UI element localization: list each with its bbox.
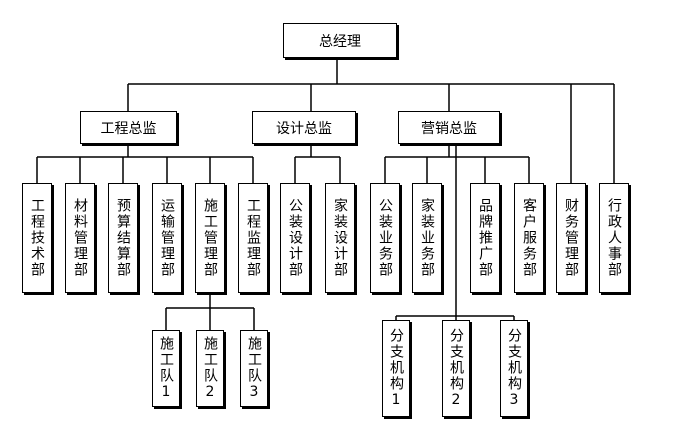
ceo-box: 总经理 xyxy=(283,23,397,58)
dept-customer-service: 客户服务部 xyxy=(514,183,544,293)
branch-label: 分支机构1 xyxy=(388,327,404,410)
dept-brand-promotion: 品牌推广部 xyxy=(470,183,500,293)
dept-commercial-business: 公装业务部 xyxy=(370,183,400,293)
construction-team-3: 施工队3 xyxy=(240,330,268,407)
design-director-label: 设计总监 xyxy=(276,120,332,137)
engineering-director-box: 工程总监 xyxy=(80,111,177,144)
dept-label: 品牌推广部 xyxy=(477,198,493,278)
dept-label: 家装设计部 xyxy=(332,198,348,278)
branch-label: 分支机构3 xyxy=(506,327,522,410)
team-label: 施工队2 xyxy=(202,335,218,402)
dept-label: 财务管理部 xyxy=(563,198,579,278)
dept-supervision: 工程监理部 xyxy=(238,183,268,293)
dept-label: 公装业务部 xyxy=(377,198,393,278)
branch-2: 分支机构2 xyxy=(442,320,470,417)
dept-label: 材料管理部 xyxy=(72,198,88,278)
engineering-director-label: 工程总监 xyxy=(100,120,157,137)
dept-label: 公装设计部 xyxy=(287,198,303,278)
dept-label: 家装业务部 xyxy=(419,198,435,278)
dept-label: 预算结算部 xyxy=(115,198,131,278)
construction-team-2: 施工队2 xyxy=(196,330,224,407)
team-label: 施工队3 xyxy=(246,335,262,402)
dept-home-design: 家装设计部 xyxy=(325,183,355,293)
dept-admin-hr: 行政人事部 xyxy=(599,183,629,293)
marketing-director-box: 营销总监 xyxy=(398,111,500,144)
dept-budget-settlement: 预算结算部 xyxy=(108,183,138,293)
construction-team-1: 施工队1 xyxy=(152,330,180,407)
team-label: 施工队1 xyxy=(158,335,174,402)
ceo-label: 总经理 xyxy=(319,33,361,50)
dept-home-business: 家装业务部 xyxy=(412,183,442,293)
dept-label: 行政人事部 xyxy=(606,198,622,278)
branch-label: 分支机构2 xyxy=(448,327,464,410)
dept-materials: 材料管理部 xyxy=(65,183,95,293)
marketing-director-label: 营销总监 xyxy=(421,120,477,137)
branch-3: 分支机构3 xyxy=(500,320,528,417)
dept-transport: 运输管理部 xyxy=(152,183,182,293)
dept-label: 工程监理部 xyxy=(245,198,261,278)
dept-label: 施工管理部 xyxy=(202,198,218,278)
dept-finance: 财务管理部 xyxy=(556,183,586,293)
branch-1: 分支机构1 xyxy=(382,320,410,417)
dept-label: 运输管理部 xyxy=(159,198,175,278)
dept-label: 工程技术部 xyxy=(29,198,45,278)
dept-construction-mgmt: 施工管理部 xyxy=(195,183,225,293)
dept-commercial-design: 公装设计部 xyxy=(280,183,310,293)
dept-engineering-tech: 工程技术部 xyxy=(22,183,52,293)
dept-label: 客户服务部 xyxy=(521,198,537,278)
design-director-box: 设计总监 xyxy=(252,111,356,144)
